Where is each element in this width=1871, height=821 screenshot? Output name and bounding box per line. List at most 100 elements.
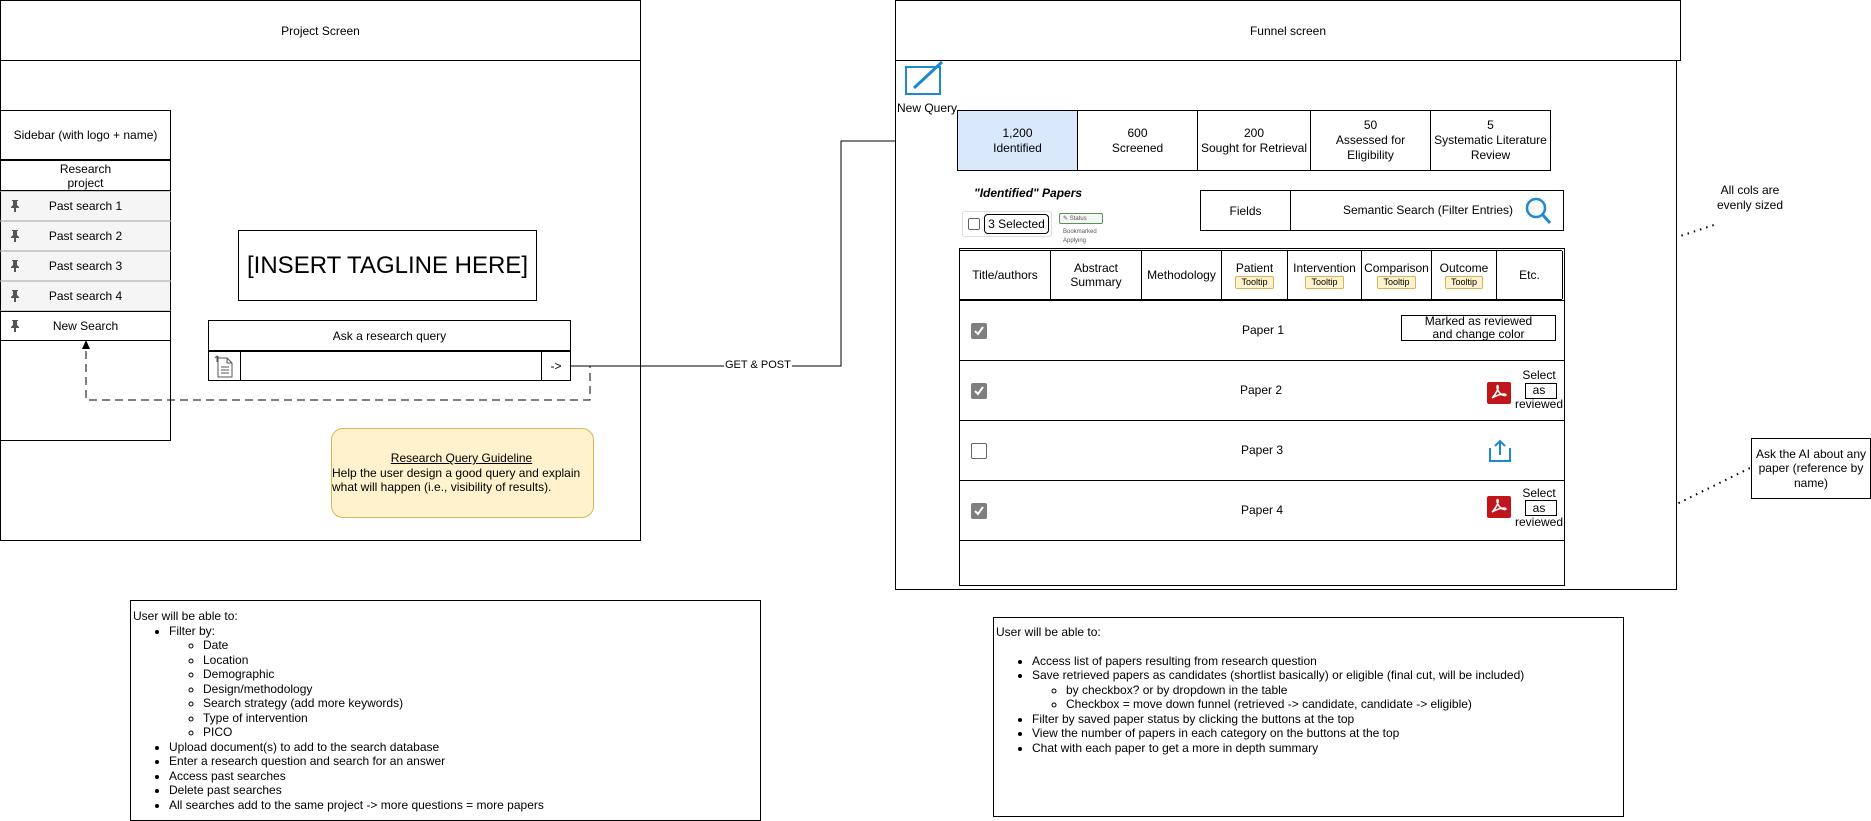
guideline-text: Help the user design a good query and ex…	[332, 465, 581, 495]
new-query-button[interactable]: New Query	[895, 60, 959, 116]
checkmark-icon	[974, 386, 984, 396]
list-item: Location	[203, 653, 758, 668]
cols-note: All cols are evenly sized	[1716, 183, 1784, 212]
list-item: Upload document(s) to add to the search …	[169, 740, 758, 755]
list-item: Chat with each paper to get a more in de…	[1032, 741, 1621, 756]
paper-name: Paper 2	[1240, 383, 1283, 397]
upload-button[interactable]	[208, 351, 241, 381]
select-as-reviewed-button[interactable]: Select as reviewed	[1515, 368, 1564, 411]
fields-button[interactable]: Fields	[1200, 190, 1291, 231]
query-label: Ask a research query	[332, 328, 447, 343]
table-row-paper-1[interactable]: Paper 1 Marked as reviewed and change co…	[959, 300, 1565, 361]
guideline-title: Research Query Guideline	[390, 451, 533, 465]
table-row-paper-4[interactable]: Paper 4 Select as reviewed	[959, 480, 1565, 541]
list-item: Search strategy (add more keywords)	[203, 696, 758, 711]
funnel-notes: User will be able to: Access list of pap…	[993, 617, 1624, 817]
list-item: Date	[203, 638, 758, 653]
paper-name: Paper 4	[1241, 503, 1284, 517]
connector-label: GET & POST	[724, 359, 792, 371]
sidebar-item-label: Past search 3	[48, 259, 123, 273]
list-item: Access list of papers resulting from res…	[1032, 654, 1621, 669]
sidebar-item-past-search-4[interactable]: Past search 4	[0, 281, 171, 311]
paper-name: Paper 3	[1241, 443, 1284, 457]
pin-icon	[11, 200, 19, 212]
sidebar-item-label: New Search	[52, 319, 119, 333]
list-item: View the number of papers in each catego…	[1032, 726, 1621, 741]
tooltip-badge[interactable]: Tooltip	[1444, 276, 1483, 289]
column-header-intervention[interactable]: Intervention Tooltip	[1288, 251, 1362, 299]
tooltip-badge[interactable]: Tooltip	[1235, 276, 1274, 289]
pin-icon	[11, 260, 19, 272]
search-icon[interactable]	[1523, 196, 1553, 226]
list-item: Enter a research question and search for…	[169, 754, 758, 769]
checkmark-icon	[974, 326, 984, 336]
list-item: PICO	[203, 725, 758, 740]
pin-icon	[11, 230, 19, 242]
column-header-patient[interactable]: Patient Tooltip	[1222, 251, 1288, 299]
row-checkbox[interactable]	[971, 323, 987, 339]
notes-intro: User will be able to:	[996, 625, 1101, 639]
edit-icon	[905, 60, 944, 95]
tooltip-badge[interactable]: Tooltip	[1377, 276, 1416, 289]
list-item: Save retrieved papers as candidates (sho…	[1032, 668, 1621, 712]
project-notes: User will be able to: Filter by: Date Lo…	[130, 600, 761, 821]
papers-heading: "Identified" Papers	[974, 186, 1083, 200]
row-checkbox[interactable]	[971, 443, 987, 459]
funnel-step-assessed-for-eligibility[interactable]: 50 Assessed for Eligibility	[1310, 110, 1431, 171]
status-option[interactable]: Bookmarked	[1063, 229, 1097, 235]
table-row-paper-2[interactable]: Paper 2 Select as reviewed	[959, 360, 1565, 421]
select-all-checkbox[interactable]	[968, 218, 980, 230]
funnel-step-systematic-literature-review[interactable]: 5 Systematic Literature Review	[1430, 110, 1551, 171]
column-header-methodology[interactable]: Methodology	[1142, 251, 1222, 299]
semantic-search-label: Semantic Search (Filter Entries)	[1343, 203, 1514, 217]
funnel-step-identified[interactable]: 1,200 Identified	[957, 110, 1078, 171]
semantic-search-bar[interactable]: Semantic Search (Filter Entries)	[1290, 190, 1564, 231]
project-screen-title: Project Screen	[281, 23, 360, 38]
sidebar-title: Sidebar (with logo + name)	[13, 128, 158, 142]
submit-query-button[interactable]: ->	[541, 351, 571, 381]
sidebar-item-past-search-2[interactable]: Past search 2	[0, 221, 171, 251]
selection-control: 3 Selected	[962, 211, 1052, 237]
list-item: Filter by saved paper status by clicking…	[1032, 712, 1621, 727]
sidebar-item-past-search-1[interactable]: Past search 1	[0, 191, 171, 221]
row-checkbox[interactable]	[971, 383, 987, 399]
list-item: All searches add to the same project -> …	[169, 798, 758, 813]
table-row-paper-3[interactable]: Paper 3	[959, 420, 1565, 481]
research-query-guideline: Research Query Guideline Help the user d…	[331, 428, 594, 518]
query-label-box: Ask a research query	[208, 320, 571, 351]
paper-name: Paper 1	[1242, 323, 1285, 337]
list-item: Type of intervention	[203, 711, 758, 726]
sidebar-item-past-search-3[interactable]: Past search 3	[0, 251, 171, 281]
tooltip-badge[interactable]: Tooltip	[1305, 276, 1344, 289]
query-input[interactable]	[241, 351, 542, 381]
ai-note: Ask the AI about any paper (reference by…	[1751, 438, 1871, 499]
sidebar-header: Sidebar (with logo + name)	[0, 110, 171, 160]
row-checkbox[interactable]	[971, 503, 987, 519]
column-header-etc[interactable]: Etc.	[1497, 251, 1563, 299]
sidebar-item-new-search[interactable]: New Search	[0, 311, 171, 341]
list-item: by checkbox? or by dropdown in the table	[1066, 683, 1621, 698]
notes-list: Access list of papers resulting from res…	[996, 654, 1621, 756]
column-header-comparison[interactable]: Comparison Tooltip	[1362, 251, 1432, 299]
column-header-outcome[interactable]: Outcome Tooltip	[1432, 251, 1497, 299]
funnel-screen-title-bar: Funnel screen	[895, 0, 1681, 61]
list-item: Design/methodology	[203, 682, 758, 697]
pin-icon	[11, 320, 19, 332]
pdf-icon[interactable]	[1487, 496, 1511, 518]
funnel-step-sought-for-retrieval[interactable]: 200 Sought for Retrieval	[1197, 110, 1311, 171]
status-dropdown[interactable]: ✎ Status	[1059, 213, 1103, 224]
select-as-reviewed-button[interactable]: Select as reviewed	[1515, 486, 1564, 529]
pdf-icon[interactable]	[1487, 382, 1511, 404]
table-header: Title/authors Abstract Summary Methodolo…	[959, 250, 1563, 300]
sidebar-item-label: Past search 1	[48, 199, 123, 213]
notes-list: Filter by: Date Location Demographic Des…	[133, 624, 758, 813]
column-header-abstract-summary[interactable]: Abstract Summary	[1051, 251, 1142, 299]
share-icon[interactable]	[1487, 439, 1513, 463]
select-as-reviewed-outline	[1525, 383, 1557, 399]
funnel-step-screened[interactable]: 600 Screened	[1077, 110, 1198, 171]
sidebar-item-label: Past search 2	[48, 229, 123, 243]
sidebar-item-label: Past search 4	[48, 289, 123, 303]
list-item: Delete past searches	[169, 783, 758, 798]
status-option[interactable]: Applying	[1063, 238, 1087, 244]
column-header-title-authors[interactable]: Title/authors	[960, 251, 1051, 299]
